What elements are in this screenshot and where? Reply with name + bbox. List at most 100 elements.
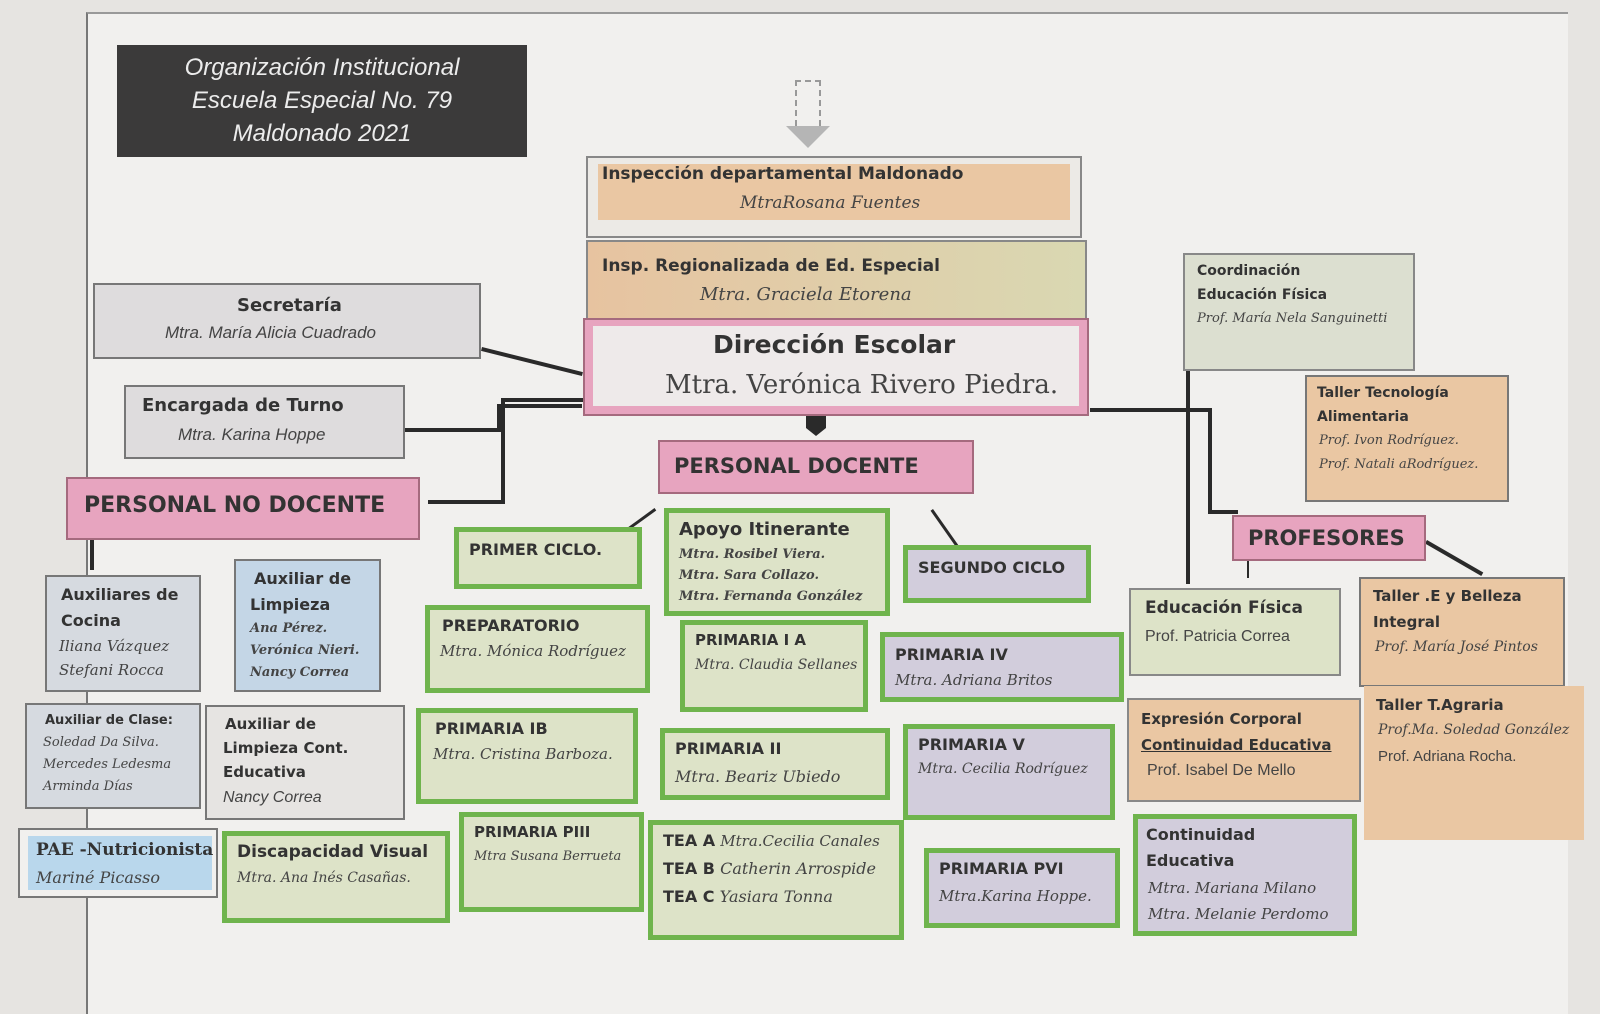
top-dashed-arrow <box>795 80 821 126</box>
aux-limpieza-cont-box: Auxiliar de Limpieza Cont. Educativa Nan… <box>205 705 405 820</box>
continuidad-line-1: Continuidad <box>1146 825 1256 844</box>
coordinacion-name: Prof. María Nela Sanguinetti <box>1197 311 1388 326</box>
primaria-ia-name: Mtra. Claudia Sellanes <box>695 657 858 673</box>
encargada-box: Encargada de Turno Mtra. Karina Hoppe <box>124 385 405 459</box>
pae-label: PAE -Nutricionista <box>36 840 214 860</box>
taller-agraria-label: Taller T.Agraria <box>1376 696 1504 714</box>
primaria-piii-name: Mtra Susana Berrueta <box>474 849 622 864</box>
disc-visual-label: Discapacidad Visual <box>237 842 429 862</box>
connector-no-docente-h <box>428 500 505 504</box>
aux-cocina-box: Auxiliares de Cocina Iliana Vázquez Stef… <box>45 575 201 692</box>
tea-a-name: Mtra.Cecilia Canales <box>720 832 880 850</box>
taller-tecnologia-box: Taller Tecnología Alimentaria Prof. Ivon… <box>1305 375 1509 502</box>
taller-agraria-box: Taller T.Agraria Prof.Ma. Soledad Gonzál… <box>1364 686 1584 840</box>
title-line-2: Escuela Especial No. 79 <box>191 87 453 114</box>
apoyo-name-1: Mtra. Rosibel Viera. <box>679 547 826 562</box>
coordinacion-line-2: Educación Física <box>1197 287 1328 303</box>
tea-b-label: TEA B <box>663 859 715 878</box>
primaria-pvi-label: PRIMARIA PVI <box>939 859 1064 878</box>
secretaria-box: Secretaría Mtra. María Alicia Cuadrado <box>93 283 481 359</box>
encargada-label: Encargada de Turno <box>142 395 344 416</box>
apoyo-name-3: Mtra. Fernanda González <box>679 589 863 604</box>
org-title-box: Organización Institucional Escuela Espec… <box>117 45 527 157</box>
taller-agraria-name-2: Prof. Adriana Rocha. <box>1378 748 1517 765</box>
aux-limpieza-box: Auxiliar de Limpieza Ana Pérez. Verónica… <box>234 559 381 692</box>
tea-a-label: TEA A <box>663 831 716 850</box>
apoyo-label: Apoyo Itinerante <box>679 519 850 540</box>
apoyo-itinerante-box: Apoyo Itinerante Mtra. Rosibel Viera. Mt… <box>664 508 890 616</box>
preparatorio-label: PREPARATORIO <box>442 616 580 635</box>
aux-limpieza-line-1: Auxiliar de <box>254 569 352 588</box>
aux-cocina-line-2: Cocina <box>61 611 121 630</box>
title-line-3: Maldonado 2021 <box>232 120 412 147</box>
expresion-line-1: Expresión Corporal <box>1141 710 1302 728</box>
aux-clase-name-3: Arminda Días <box>43 779 133 794</box>
taller-agraria-name-1: Prof.Ma. Soledad González <box>1378 722 1570 738</box>
encargada-name: Mtra. Karina Hoppe <box>178 425 326 444</box>
primaria-ii-name: Mtra. Beariz Ubiedo <box>675 767 841 786</box>
continuidad-line-2: Educativa <box>1146 851 1235 870</box>
profesores-label: PROFESORES <box>1248 526 1405 550</box>
inspeccion-box: Inspección departamental Maldonado MtraR… <box>586 156 1082 238</box>
primaria-ia-label: PRIMARIA I A <box>695 631 807 649</box>
coordinacion-box: Coordinación Educación Física Prof. Marí… <box>1183 253 1415 371</box>
segundo-ciclo-label: SEGUNDO CICLO <box>918 558 1066 577</box>
aux-limpieza-line-2: Limpieza <box>250 595 331 614</box>
primaria-pvi-name: Mtra.Karina Hoppe. <box>939 887 1092 905</box>
expresion-line-2: Continuidad Educativa <box>1141 736 1332 754</box>
discapacidad-visual-box: Discapacidad Visual Mtra. Ana Inés Casañ… <box>222 831 450 923</box>
connector-profesores-v <box>1208 408 1212 512</box>
primer-ciclo-label: PRIMER CICLO. <box>469 540 603 559</box>
educacion-fisica-name: Prof. Patricia Correa <box>1145 628 1290 645</box>
taller-belleza-name: Prof. María José Pintos <box>1375 639 1538 655</box>
connector-coord-v <box>1186 368 1190 584</box>
direccion-name: Mtra. Verónica Rivero Piedra. <box>665 370 1059 400</box>
taller-tec-name-2: Prof. Natali aRodríguez. <box>1319 457 1479 472</box>
inspeccion-label: Inspección departamental Maldonado <box>602 164 964 184</box>
educacion-fisica-label: Educación Física <box>1145 598 1303 618</box>
connector-no-docente-v <box>501 398 505 504</box>
primaria-ib-name: Mtra. Cristina Barboza. <box>433 745 613 763</box>
down-arrow-icon <box>806 416 826 436</box>
connector-profesores-h <box>1208 510 1238 514</box>
regional-box: Insp. Regionalizada de Ed. Especial Mtra… <box>586 240 1087 322</box>
continuidad-educativa-box: Continuidad Educativa Mtra. Mariana Mila… <box>1133 814 1357 936</box>
taller-tec-name-1: Prof. Ivon Rodríguez. <box>1319 433 1459 448</box>
tea-c-label: TEA C <box>663 887 715 906</box>
aux-cocina-name-2: Stefani Rocca <box>59 661 164 679</box>
primaria-piii-label: PRIMARIA PIII <box>474 823 591 841</box>
primaria-iv-label: PRIMARIA IV <box>895 645 1008 664</box>
aux-cocina-line-1: Auxiliares de <box>61 585 179 604</box>
aux-limp-cont-line-3: Educativa <box>223 763 306 781</box>
expresion-corporal-box: Expresión Corporal Continuidad Educativa… <box>1127 698 1361 802</box>
primaria-v-name: Mtra. Cecilia Rodríguez <box>918 761 1088 777</box>
tea-b-name: Catherin Arrospide <box>720 859 876 878</box>
aux-limp-cont-line-1: Auxiliar de <box>225 715 317 733</box>
coordinacion-line-1: Coordinación <box>1197 263 1301 279</box>
regional-label: Insp. Regionalizada de Ed. Especial <box>602 256 940 276</box>
taller-belleza-box: Taller .E y Belleza Integral Prof. María… <box>1359 577 1565 687</box>
primaria-v-box: PRIMARIA V Mtra. Cecilia Rodríguez <box>903 724 1115 820</box>
personal-no-docente-box: PERSONAL NO DOCENTE <box>66 477 420 540</box>
continuidad-name-2: Mtra. Melanie Perdomo <box>1148 905 1329 923</box>
taller-belleza-line-1: Taller .E y Belleza <box>1373 587 1522 605</box>
aux-limp-cont-line-2: Limpieza Cont. <box>223 739 349 757</box>
disc-visual-name: Mtra. Ana Inés Casañas. <box>237 870 411 886</box>
primaria-ii-box: PRIMARIA II Mtra. Beariz Ubiedo <box>660 728 890 800</box>
preparatorio-name: Mtra. Mónica Rodríguez <box>440 642 626 660</box>
title-line-1: Organización Institucional <box>184 54 460 81</box>
tea-c-name: Yasiara Tonna <box>719 887 833 906</box>
apoyo-name-2: Mtra. Sara Collazo. <box>679 568 819 583</box>
aux-limpieza-name-2: Verónica Nieri. <box>250 643 360 658</box>
primaria-iv-name: Mtra. Adriana Britos <box>895 671 1053 689</box>
aux-clase-label: Auxiliar de Clase: <box>45 713 173 728</box>
primaria-ii-label: PRIMARIA II <box>675 739 782 758</box>
connector-encargada-h <box>405 428 501 432</box>
connector-right-main <box>1090 408 1210 412</box>
regional-name: Mtra. Graciela Etorena <box>700 284 912 305</box>
segundo-ciclo-box: SEGUNDO CICLO <box>903 545 1091 603</box>
aux-clase-box: Auxiliar de Clase: Soledad Da Silva. Mer… <box>25 703 201 809</box>
secretaria-label: Secretaría <box>237 295 342 316</box>
connector-cocina <box>90 540 94 570</box>
aux-limpieza-name-3: Nancy Correa <box>250 665 350 680</box>
